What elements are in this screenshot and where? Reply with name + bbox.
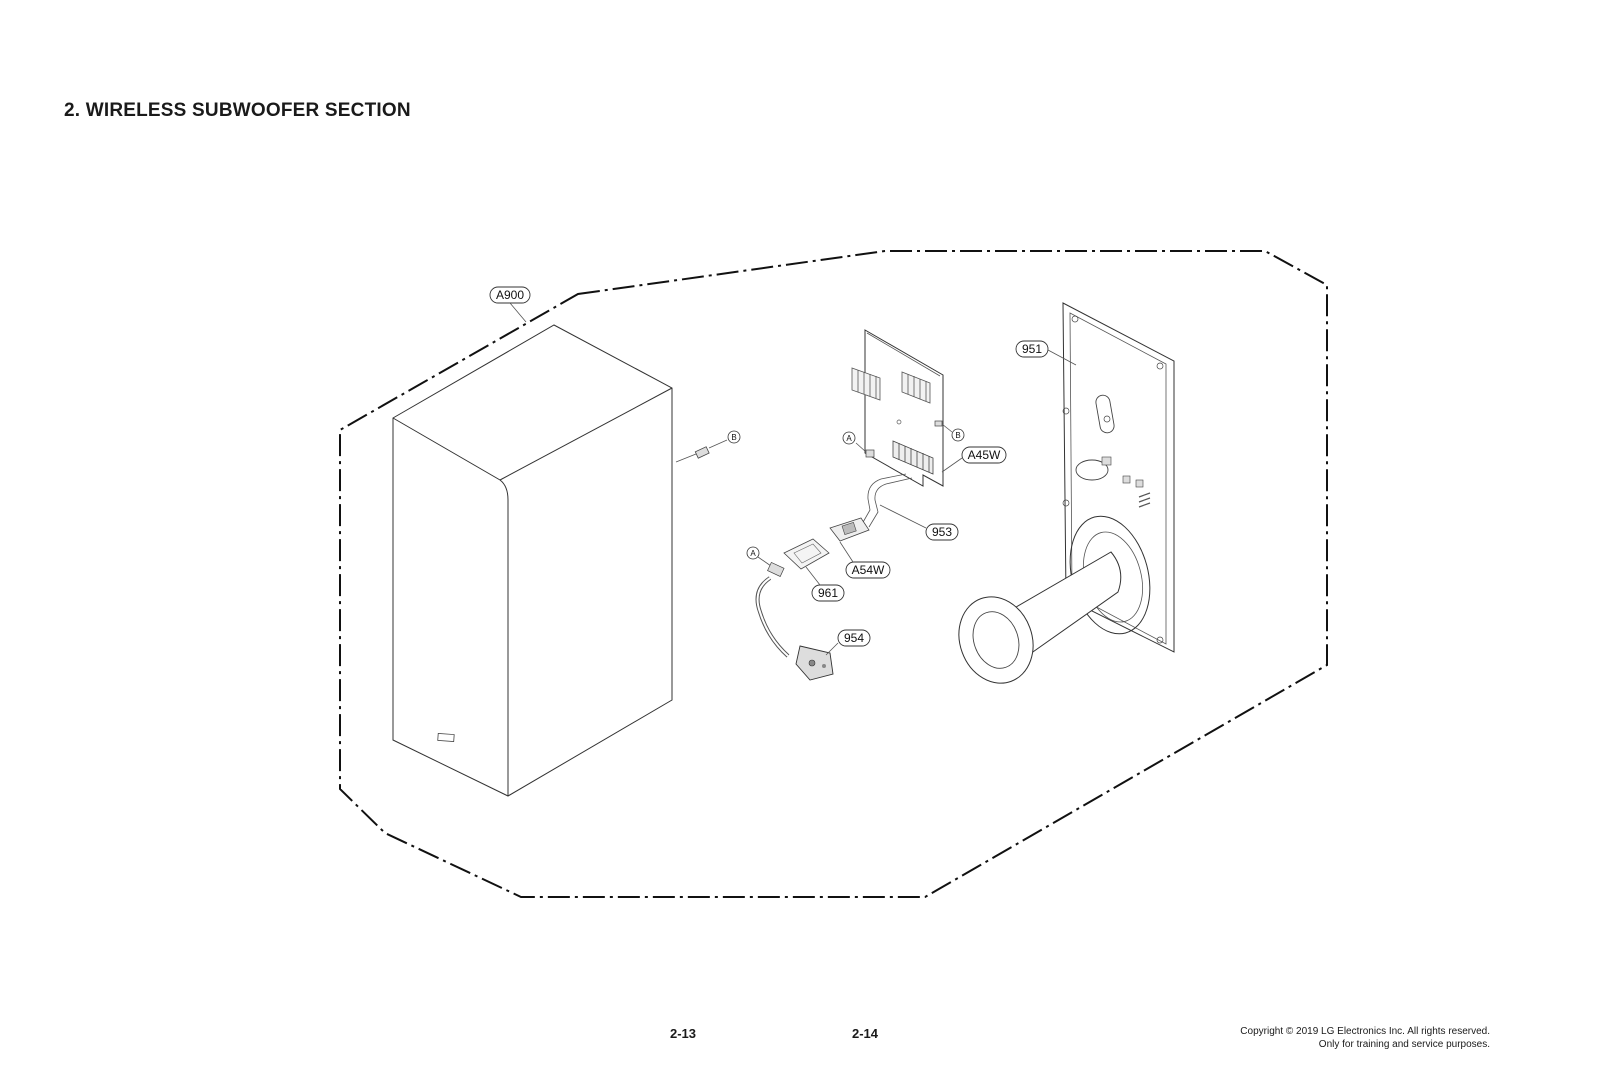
wireless-module-a54w [829,517,870,542]
svg-text:961: 961 [818,586,838,600]
wire-harness-954 [755,556,834,681]
main-pcb-a45w [851,329,953,487]
page-number-right: 2-14 [852,1026,879,1041]
callout-953: 953 [879,504,959,541]
copyright-line-2: Only for training and service purposes. [1318,1039,1490,1050]
callout-961: 961 [805,566,845,602]
connector-a-label-harness: A [750,549,756,558]
svg-text:951: 951 [1022,342,1042,356]
svg-text:A45W: A45W [968,448,1001,462]
svg-text:A900: A900 [496,288,524,302]
callout-a900: A900 [489,286,531,323]
callout-a45w: A45W [941,446,1007,473]
callout-a54w: A54W [839,541,891,579]
svg-text:953: 953 [932,525,952,539]
shield-plate-961 [783,538,830,570]
cabinet-a900 [392,324,728,797]
svg-text:A54W: A54W [852,563,885,577]
copyright-notice: Copyright © 2019 LG Electronics Inc. All… [1240,1025,1490,1051]
assembly-boundary [339,250,1328,898]
callout-951: 951 [1015,340,1077,366]
flat-cable-953 [861,473,913,528]
connector-a-label-pcb: A [846,434,852,443]
rear-panel-951 [1062,302,1175,653]
copyright-line-1: Copyright © 2019 LG Electronics Inc. All… [1240,1026,1490,1037]
page-number-left: 2-13 [670,1026,697,1041]
callout-954: 954 [825,629,871,656]
section-title: 2. WIRELESS SUBWOOFER SECTION [64,100,411,121]
connector-b-label-cabinet: B [731,433,736,442]
bass-port-tube [958,551,1122,684]
connector-b-label-pcb: B [955,431,960,440]
svg-text:954: 954 [844,631,864,645]
